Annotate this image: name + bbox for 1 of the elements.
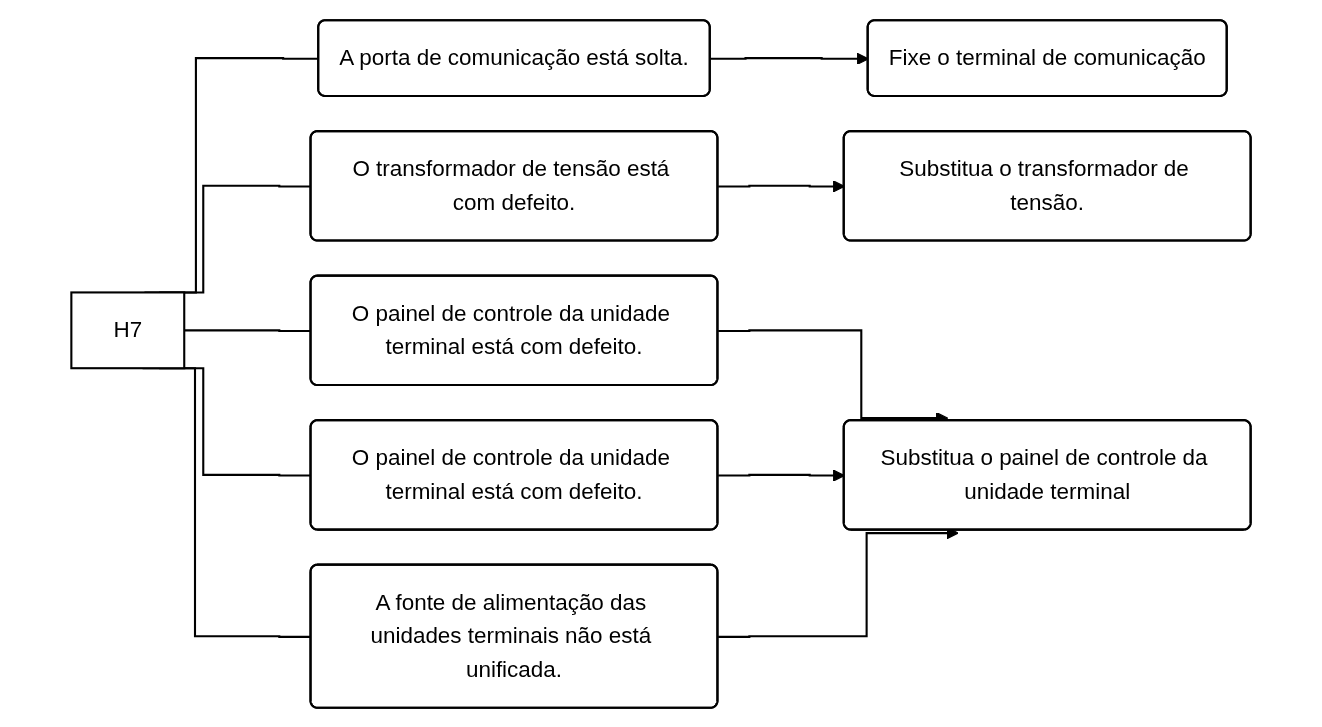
node-box: H7 (70, 290, 186, 369)
